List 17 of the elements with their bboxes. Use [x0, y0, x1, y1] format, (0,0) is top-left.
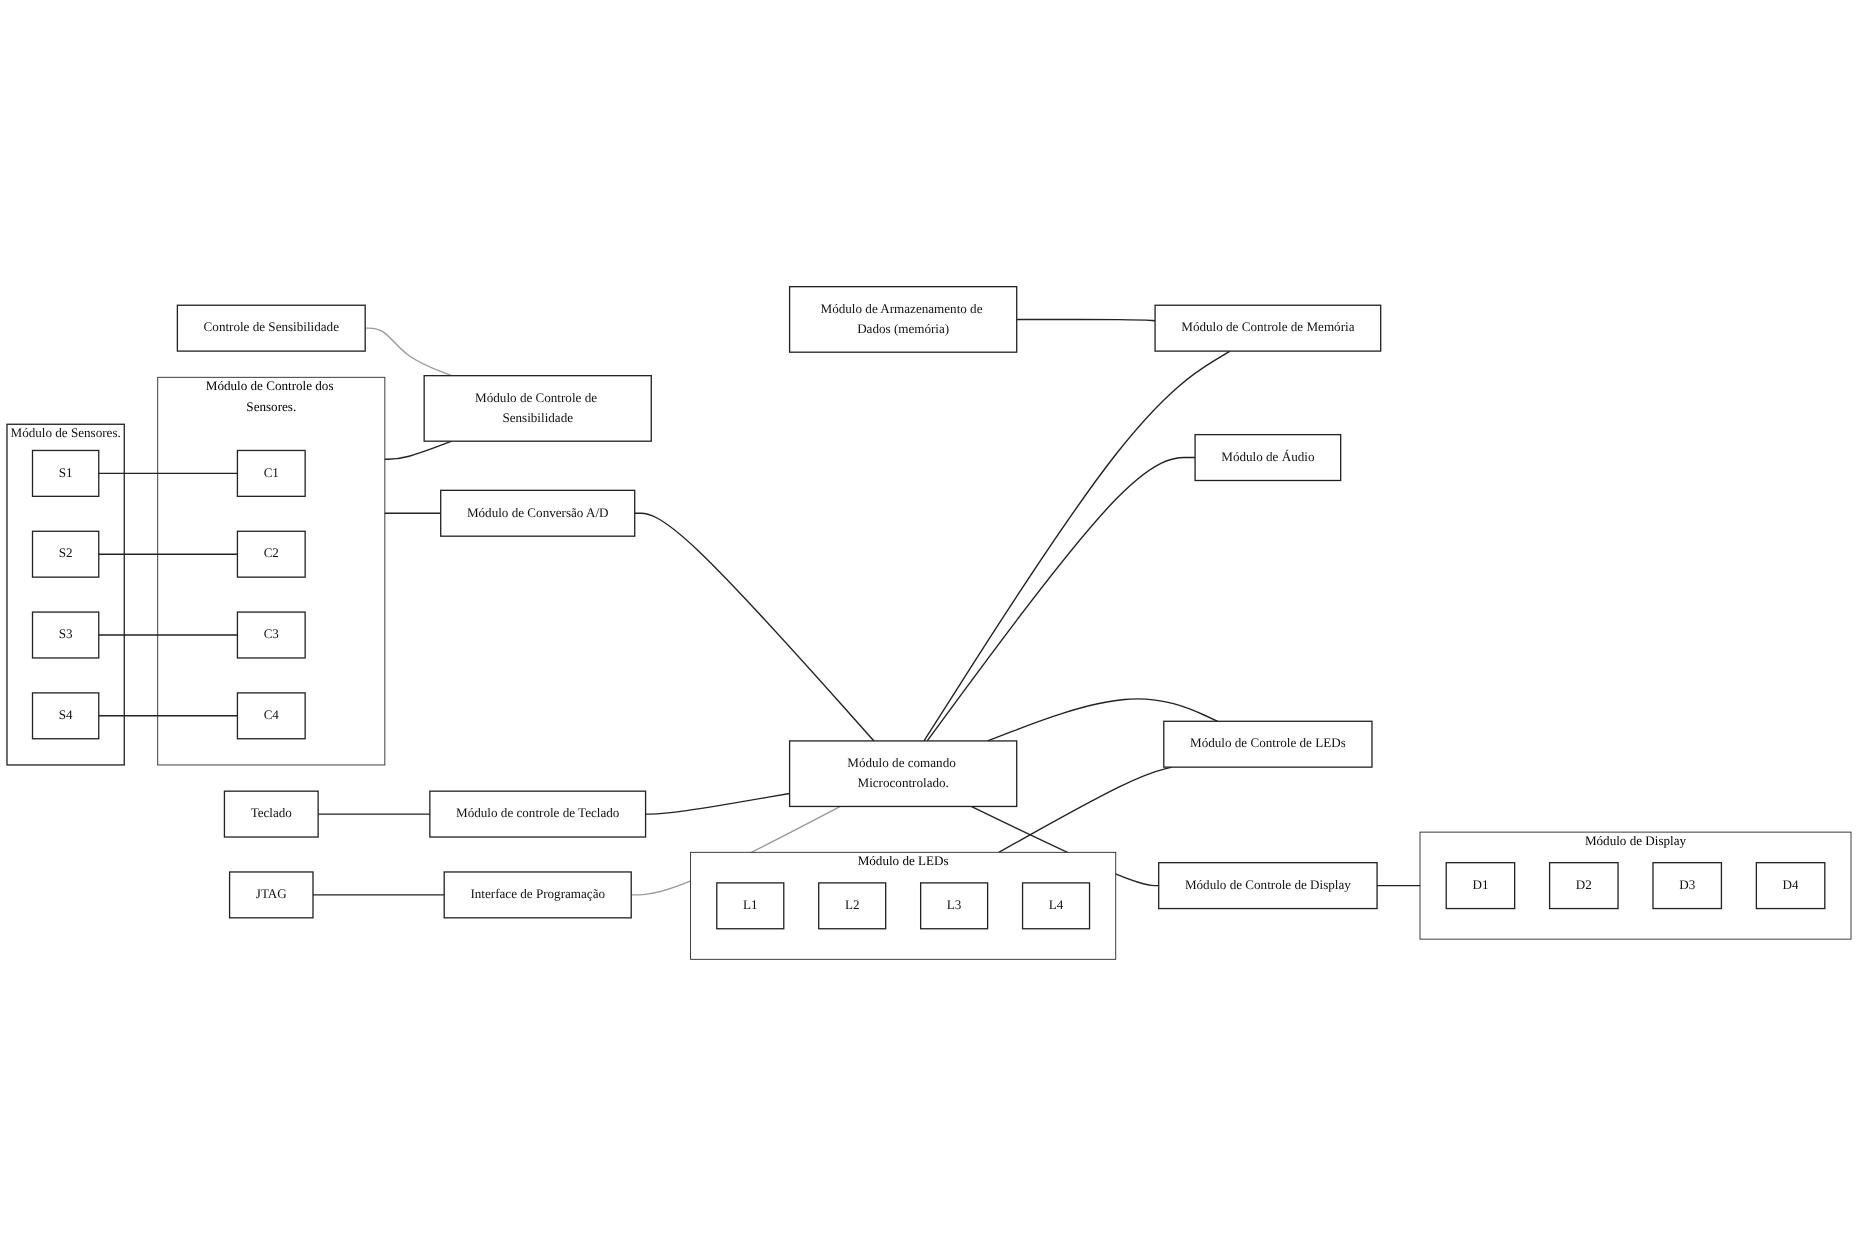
- connector: [98, 472, 239, 475]
- connector: [364, 327, 453, 377]
- connector: [317, 813, 431, 815]
- connector: [98, 553, 239, 555]
- connector: [384, 440, 453, 460]
- connector: [634, 512, 875, 742]
- connector: [1376, 884, 1421, 887]
- connector: [98, 634, 239, 636]
- connector: [926, 456, 1196, 742]
- connector: [986, 698, 1219, 742]
- connector: [312, 894, 445, 896]
- connector: [923, 350, 1231, 742]
- connector: [998, 766, 1173, 853]
- connector: [98, 715, 239, 717]
- connector: [384, 512, 442, 514]
- connector: [644, 792, 791, 815]
- connector: [1016, 318, 1156, 322]
